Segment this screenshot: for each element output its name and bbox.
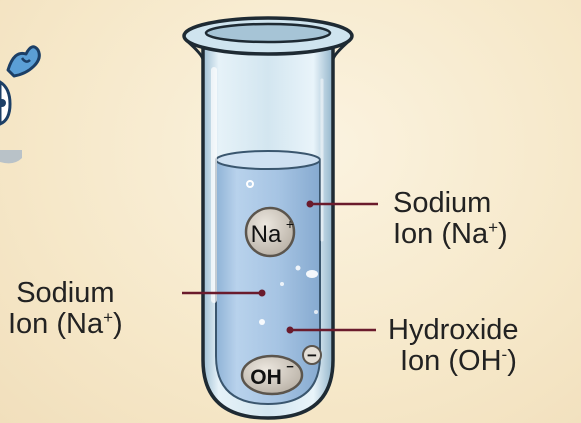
solution-liquid	[215, 150, 321, 406]
label-line2: Ion (OH-)	[400, 345, 517, 377]
label-line2: Ion (Na+)	[393, 218, 508, 250]
label-line1: Sodium	[16, 277, 115, 309]
oh-ion-symbol: OH	[250, 366, 282, 389]
na-ion-symbol: Na	[251, 221, 282, 248]
label-line1: Sodium	[393, 187, 492, 219]
label-hydroxide-ion: Hydroxide Ion (OH-)	[388, 315, 519, 377]
test-tube-rim	[182, 16, 354, 61]
na-ion-charge: +	[286, 216, 294, 232]
leader-lines	[182, 200, 378, 334]
bubbles	[246, 180, 318, 325]
sodium-ion-particle: Na +	[244, 206, 296, 258]
oh-ion-charge: −	[286, 359, 294, 374]
label-line1: Hydroxide	[388, 314, 519, 346]
oh-negative-badge: −	[307, 346, 317, 365]
cartoon-character-partial	[0, 45, 41, 164]
label-sodium-ion-top-right: Sodium Ion (Na+)	[393, 188, 508, 250]
label-sodium-ion-left: Sodium Ion (Na+)	[8, 278, 123, 340]
label-line2: Ion (Na+)	[8, 308, 123, 340]
hydroxide-ion-particle: OH − −	[240, 345, 322, 396]
